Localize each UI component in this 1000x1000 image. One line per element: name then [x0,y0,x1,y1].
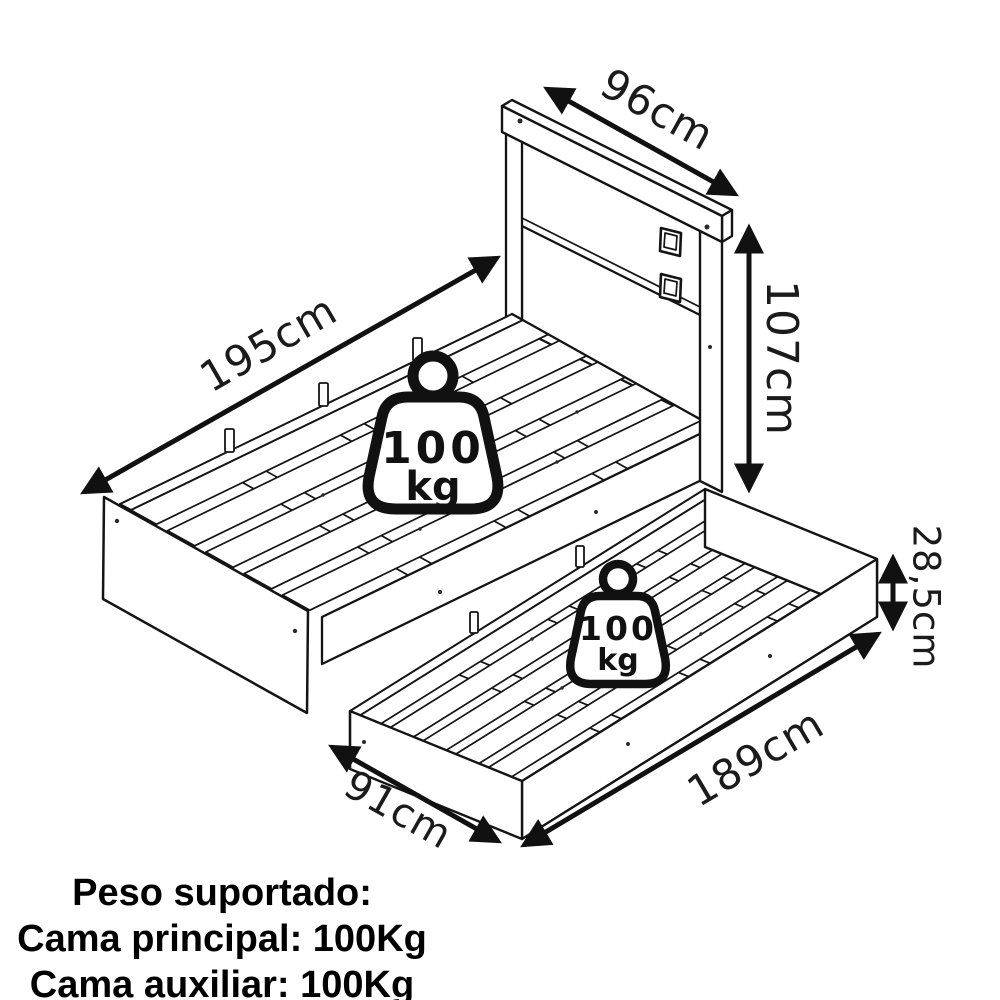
weight-ring-icon [407,350,459,402]
weight-body-icon [362,391,504,515]
bed-foot-panel [101,495,310,715]
dim-label-aux-height: 28,5cm [905,525,948,670]
dim-label-main-height: 107cm [756,280,807,436]
headboard-fitting-top [658,226,683,258]
headboard-right-post [698,222,724,494]
weight-value-main: 100 [381,423,485,474]
weight-body-icon [565,591,671,689]
bed-head-edge [510,312,716,429]
headboard [504,130,704,422]
footer-text-block: Peso suportado: Cama principal: 100Kg Ca… [17,872,427,1000]
weight-unit-aux: kg [597,643,638,678]
headboard-fitting-bottom [658,272,683,304]
weight-unit-main: kg [405,464,460,510]
footer-title: Peso suportado: [72,872,372,914]
weight-value-aux: 100 [579,609,657,648]
weight-icon-aux: 100 kg [565,559,671,689]
footer-aux-line: Cama auxiliar: 100Kg [30,964,414,1000]
weight-ring-icon [598,559,638,599]
weight-icon-main: 100 kg [362,350,504,515]
dim-main-height: 107cm [734,223,807,494]
footer-main-line: Cama principal: 100Kg [17,918,427,960]
dim-label-main-width: 96cm [592,59,722,161]
dim-aux-height: 28,5cm [878,525,948,670]
